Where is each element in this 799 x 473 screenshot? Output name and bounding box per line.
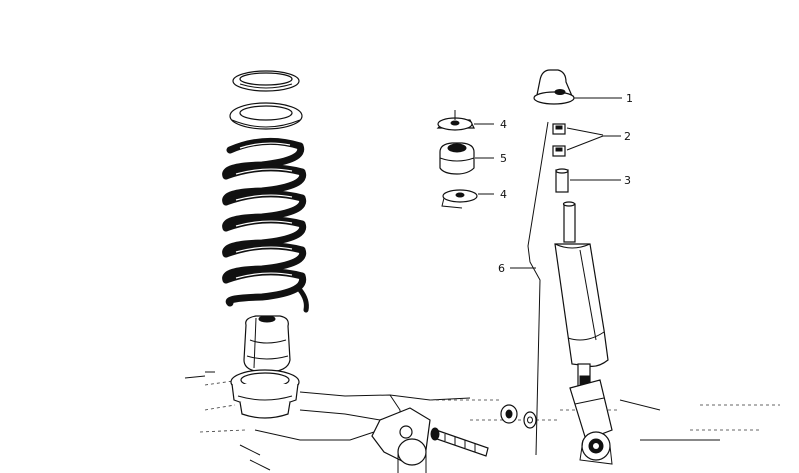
callout-3: 3 (624, 174, 631, 187)
callout-5: 5 (500, 152, 507, 165)
axle-housing-outline (184, 371, 780, 471)
lower-washer (441, 189, 478, 209)
callout-4-lower: 4 (500, 188, 507, 201)
upper-washer (436, 110, 475, 131)
top-mount-cap (533, 69, 575, 105)
lower-bushings (500, 404, 537, 429)
coil-spring (222, 137, 309, 313)
spacer-sleeve (555, 168, 569, 193)
spring-seat-upper-ring (232, 70, 300, 92)
spring-seat-lower-ring (229, 102, 303, 130)
coil-spring-highlights (235, 142, 293, 279)
shock-absorber (554, 201, 613, 465)
mounting-bolt (430, 427, 489, 457)
shock-absorber-bracket (510, 121, 549, 456)
bushings (552, 123, 566, 157)
bump-stop (243, 315, 291, 373)
callout-4-upper: 4 (500, 118, 507, 131)
rubber-mount (439, 142, 475, 175)
callout-6: 6 (498, 262, 505, 275)
axle-bracket (371, 407, 431, 473)
callout-1: 1 (626, 92, 633, 105)
lower-spring-seat (230, 369, 300, 419)
callout-2: 2 (624, 130, 631, 143)
